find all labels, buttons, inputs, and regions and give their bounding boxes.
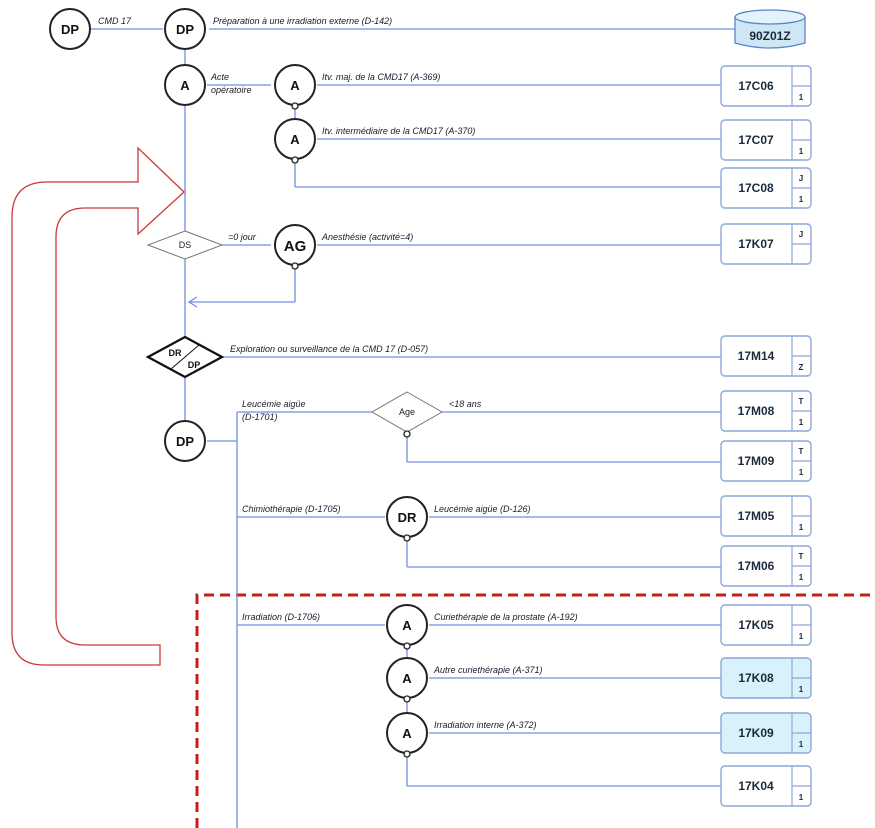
top-node-label: Préparation à une irradiation externe (D… [213, 16, 392, 26]
leuc-label-line2: (D-1701) [242, 412, 278, 422]
sub-a2-node: A [274, 118, 316, 164]
result-box-tag-bottom: 1 [799, 740, 804, 749]
start-node-text: DP [61, 22, 79, 37]
result-box-17k04: 17K04 1 [720, 765, 812, 807]
result-box-tag-bottom: 1 [799, 793, 804, 802]
drdp-diamond-bottom: DP [188, 360, 201, 370]
result-box-tag-bottom: 1 [799, 468, 804, 477]
result-box-code: 17M14 [738, 349, 775, 363]
result-box-17m08: 17M08 T 1 [720, 390, 812, 432]
acte-label-line2: opératoire [211, 85, 252, 95]
result-box-17k05: 17K05 1 [720, 604, 812, 646]
result-box-tag-bottom: Z [799, 363, 804, 372]
irr-label: Irradiation (D-1706) [242, 612, 320, 622]
irr-a3-label: Irradiation interne (A-372) [434, 720, 537, 730]
acte-label-line1: Acte [210, 72, 229, 82]
loop-back-arrow [11, 146, 185, 666]
sub-a1-node: A [274, 64, 316, 110]
acte-node: A [164, 64, 206, 106]
result-box-code: 17C06 [738, 79, 774, 93]
result-box-17k08: 17K08 1 [720, 657, 812, 699]
dr-node-text: DR [398, 510, 417, 525]
result-box-code: 17M05 [738, 509, 775, 523]
acte-node-text: A [180, 78, 190, 93]
irr-a3-node: A [386, 712, 428, 758]
result-box-code: 17K04 [738, 779, 774, 793]
irr-a1-node-text: A [402, 618, 412, 633]
age-diamond: Age [370, 391, 444, 438]
irr-a1-node: A [386, 604, 428, 650]
result-box-code: 17M08 [738, 404, 775, 418]
result-box-tag-bottom: 1 [799, 573, 804, 582]
result-cylinder-90z01z: 90Z01Z [734, 9, 806, 49]
top-dp-node: DP [164, 8, 206, 50]
result-box-tag-bottom: 1 [799, 147, 804, 156]
result-box-code: 17C08 [738, 181, 774, 195]
drdp-diamond-top: DR [169, 348, 182, 358]
result-box-tag-bottom: 1 [799, 418, 804, 427]
result-box-tag-top: T [799, 397, 804, 406]
result-box-17m06: 17M06 T 1 [720, 545, 812, 587]
irr-a2-node: A [386, 657, 428, 703]
irr-a1-label: Curiethérapie de la prostate (A-192) [434, 612, 578, 622]
result-box-tag-bottom: 1 [799, 93, 804, 102]
result-box-tag-bottom: 1 [799, 685, 804, 694]
dr-label: Leucémie aigüe (D-126) [434, 504, 531, 514]
age-label: <18 ans [449, 399, 482, 409]
result-cylinder-code: 90Z01Z [749, 29, 790, 43]
ag-label: Anesthésie (activité=4) [321, 232, 413, 242]
sub-a1-label: Itv. maj. de la CMD17 (A-369) [322, 72, 440, 82]
connector-lines [91, 28, 735, 828]
result-box-17k07: 17K07 J [720, 223, 812, 265]
chimio-label: Chimiothérapie (D-1705) [242, 504, 341, 514]
sub-a1-node-text: A [290, 78, 300, 93]
irr-a2-label: Autre curiethérapie (A-371) [433, 665, 543, 675]
sub-a2-label: Itv. intermédiaire de la CMD17 (A-370) [322, 126, 475, 136]
ag-node-text: AG [284, 238, 307, 255]
result-box-code: 17K08 [738, 671, 774, 685]
result-box-17k09: 17K09 1 [720, 712, 812, 754]
dp-node-text: DP [176, 434, 194, 449]
top-dp-node-text: DP [176, 22, 194, 37]
result-box-code: 17M06 [738, 559, 775, 573]
result-box-tag-bottom: 1 [799, 632, 804, 641]
result-box-17c06: 17C06 1 [720, 65, 812, 107]
result-box-17c08: 17C08 J 1 [720, 167, 812, 209]
age-diamond-text: Age [399, 407, 415, 417]
result-box-17m05: 17M05 1 [720, 495, 812, 537]
result-box-17c07: 17C07 1 [720, 119, 812, 161]
result-boxes: 17C06117C07117C08J117K07J17M14Z17M08T117… [720, 65, 812, 807]
irr-a3-node-text: A [402, 726, 412, 741]
result-box-tag-bottom: 1 [799, 195, 804, 204]
irr-a2-node-text: A [402, 671, 412, 686]
drdp-diamond: DR DP [145, 335, 225, 379]
drdp-label: Exploration ou surveillance de la CMD 17… [230, 344, 428, 354]
result-box-17m09: 17M09 T 1 [720, 440, 812, 482]
result-box-tag-bottom: 1 [799, 523, 804, 532]
result-box-code: 17K05 [738, 618, 774, 632]
ds-diamond-text: DS [179, 240, 192, 250]
result-box-code: 17K09 [738, 726, 774, 740]
result-box-tag-top: T [799, 447, 804, 456]
result-box-code: 17K07 [738, 237, 774, 251]
dp-node: DP [164, 420, 206, 462]
leuc-label-line1: Leucémie aigüe [242, 399, 306, 409]
sub-a2-node-text: A [290, 132, 300, 147]
result-box-tag-top: J [799, 230, 803, 239]
dr-node: DR [386, 496, 428, 542]
start-node: DP [49, 8, 91, 50]
edge-labels: CMD 17 Préparation à une irradiation ext… [98, 16, 578, 730]
ag-node: AG [274, 224, 316, 270]
result-box-code: 17M09 [738, 454, 775, 468]
result-box-tag-top: T [799, 552, 804, 561]
result-box-tag-top: J [799, 174, 803, 183]
ds-diamond: DS [146, 230, 224, 260]
ds-label: =0 jour [228, 232, 257, 242]
highlight-dashed-frame [195, 593, 875, 828]
start-label: CMD 17 [98, 16, 132, 26]
result-box-code: 17C07 [738, 133, 774, 147]
